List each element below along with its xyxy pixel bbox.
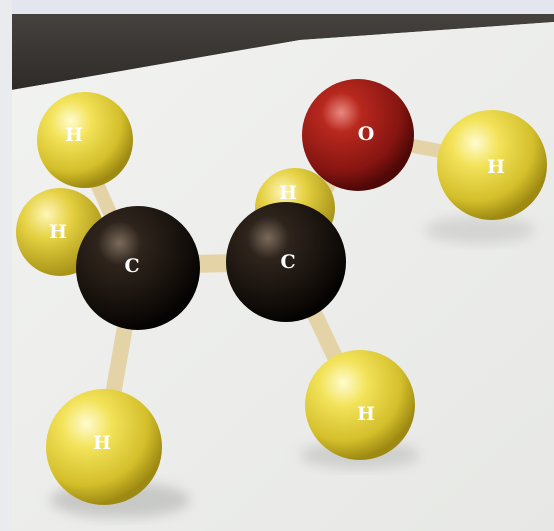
dark-backdrop xyxy=(0,0,554,92)
carbon-ball xyxy=(226,202,346,322)
atom-label: O xyxy=(358,123,375,145)
atom-c2: C xyxy=(226,202,346,322)
atom-label: H xyxy=(49,221,67,243)
top-strip xyxy=(0,0,554,14)
oxygen-ball xyxy=(302,79,414,191)
atom-h5: H xyxy=(305,350,415,460)
shadow xyxy=(425,216,535,244)
hydrogen-ball xyxy=(305,350,415,460)
hydrogen-ball xyxy=(437,110,547,220)
atom-label: H xyxy=(487,156,505,178)
atom-label: H xyxy=(93,432,111,454)
carbon-ball xyxy=(76,206,200,330)
hydrogen-ball xyxy=(37,92,133,188)
atom-label: H xyxy=(65,124,83,146)
hydrogen-ball xyxy=(46,389,162,505)
atom-label: C xyxy=(124,255,139,277)
atom-h3: H xyxy=(46,389,162,505)
atom-o1: O xyxy=(302,79,414,191)
atom-h1: H xyxy=(37,92,133,188)
atom-label: C xyxy=(280,251,295,273)
atom-label: H xyxy=(279,182,297,204)
atom-h6: H xyxy=(437,110,547,220)
atom-label: H xyxy=(357,403,375,425)
atom-c1: C xyxy=(76,206,200,330)
left-strip xyxy=(0,0,12,531)
